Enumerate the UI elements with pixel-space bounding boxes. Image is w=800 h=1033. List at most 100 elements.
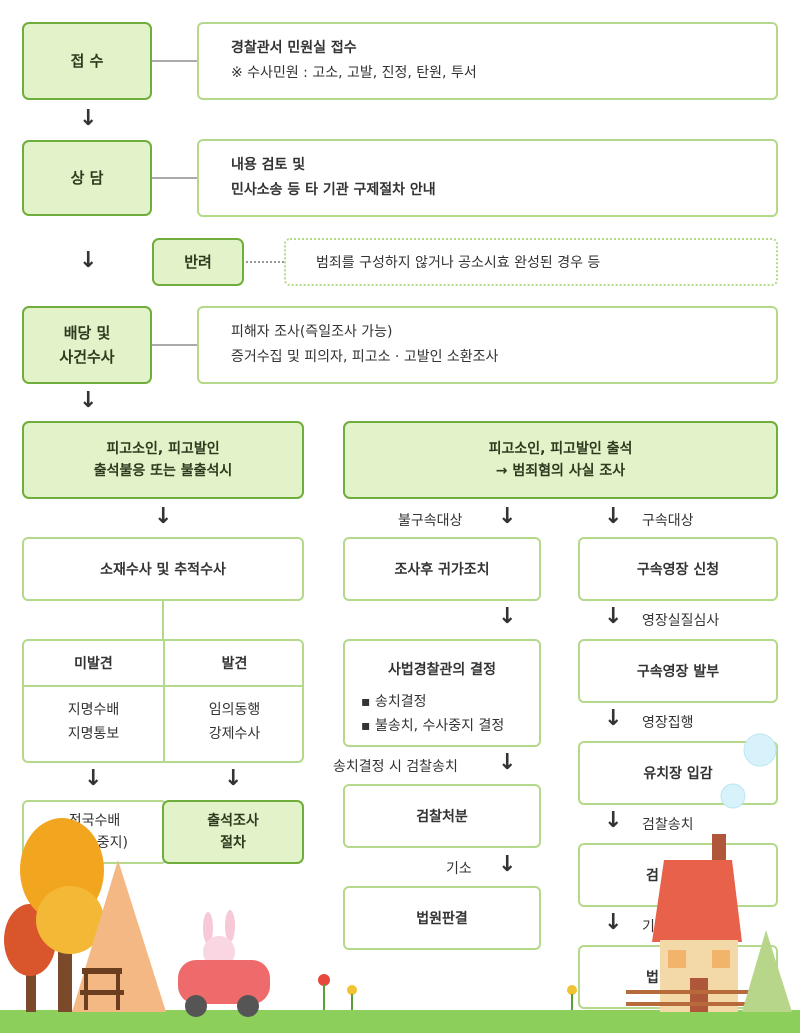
desc-consult-line2: 민사소송 등 타 기관 구제절차 안내 [231, 182, 436, 198]
found-item: 임의동행 [208, 702, 261, 718]
attendance-line2: 절차 [220, 835, 246, 851]
not-found-header: 미발견 [74, 656, 113, 672]
down-arrow-icon: ↓ [498, 750, 517, 775]
label-indict: 기소 [446, 861, 472, 877]
decision-item: ▪ 불송치, 수사중지 결정 [361, 717, 505, 734]
desc-consult-line1: 내용 검토 및 [231, 156, 306, 173]
down-arrow-icon: ↓ [498, 852, 517, 877]
bench-icon [116, 974, 120, 1010]
label-send-right: 검찰송치 [642, 817, 694, 833]
not-found-item: 지명수배 [67, 702, 120, 718]
branch-absent-line1: 피고소인, 피고발인 [106, 440, 220, 457]
tree-trunk-icon [58, 880, 72, 1012]
label-no-detention: 불구속대상 [398, 513, 463, 529]
down-arrow-icon: ↓ [604, 504, 623, 529]
grass-icon [0, 1010, 800, 1033]
triangle-tree-icon [72, 860, 166, 1012]
desc-assign: 피해자 조사(즉일조사 가능) 증거수집 및 피의자, 피고소 · 고발인 소환… [197, 306, 778, 384]
found-table-divider-v [163, 641, 165, 761]
warrant-request-node: 구속영장 신청 [578, 537, 778, 601]
branch-present: 피고소인, 피고발인 출석 → 범죄혐의 사실 조사 [343, 421, 778, 499]
down-arrow-icon: ↓ [84, 766, 103, 791]
step-assign-line1: 배당 및 [63, 324, 111, 342]
desc-assign-line2: 증거수집 및 피의자, 피고소 · 고발인 소환조사 [231, 349, 499, 365]
flower-stem-icon [571, 994, 573, 1010]
not-found-item: 지명통보 [67, 725, 120, 742]
step-consult: 상 담 [22, 140, 152, 216]
decision-node: 사법경찰관의 결정 ▪ 송치결정 ▪ 불송치, 수사중지 결정 [343, 639, 541, 747]
down-arrow-icon: ↓ [79, 248, 98, 273]
prosecution-node: 검찰처분 [343, 784, 541, 848]
prosecution-right-node: 검 [578, 843, 778, 907]
bench-icon [80, 990, 124, 995]
red-tree-icon [4, 904, 56, 976]
step-return-label: 반려 [184, 253, 212, 271]
step-assign: 배당 및 사건수사 [22, 306, 152, 384]
rabbit-ear-icon [203, 912, 213, 944]
decision-title: 사법경찰관의 결정 [388, 662, 496, 678]
search-node-label: 소재수사 및 추적수사 [100, 562, 226, 578]
search-node: 소재수사 및 추적수사 [22, 537, 304, 601]
down-arrow-icon: ↓ [498, 604, 517, 629]
court-node: 법원판결 [343, 886, 541, 950]
down-arrow-icon: ↓ [154, 504, 173, 529]
found-item: 강제수사 [208, 725, 261, 742]
connector-line [162, 601, 164, 639]
branch-absent-line2: 출석불응 또는 불출석시 [93, 463, 233, 479]
down-arrow-icon: ↓ [604, 910, 623, 935]
down-arrow-icon: ↓ [224, 766, 243, 791]
down-arrow-icon: ↓ [79, 388, 98, 413]
flower-icon [567, 985, 577, 995]
bench-icon [82, 968, 122, 974]
down-arrow-icon: ↓ [79, 106, 98, 131]
down-arrow-icon: ↓ [604, 706, 623, 731]
connector-line [152, 60, 198, 62]
step-receipt: 접 수 [22, 22, 152, 100]
attendance-line1: 출석조사 [207, 812, 259, 829]
desc-consult: 내용 검토 및 민사소송 등 타 기관 구제절차 안내 [197, 139, 778, 217]
dotted-connector [246, 261, 284, 263]
prosecution-label: 검찰처분 [416, 809, 468, 825]
return-home-node: 조사후 귀가조치 [343, 537, 541, 601]
down-arrow-icon: ↓ [604, 808, 623, 833]
connector-line [152, 177, 198, 179]
warrant-issue-label: 구속영장 발부 [636, 664, 720, 680]
car-wheel-icon [237, 995, 259, 1017]
branch-present-line1: 피고소인, 피고발인 출석 [488, 440, 633, 457]
connector-line [152, 344, 198, 346]
jail-label: 유치장 입감 [643, 766, 713, 782]
down-arrow-icon: ↓ [498, 504, 517, 529]
warrant-issue-node: 구속영장 발부 [578, 639, 778, 703]
branch-absent: 피고소인, 피고발인 출석불응 또는 불출석시 [22, 421, 304, 499]
found-cell: 임의동행 강제수사 [165, 699, 304, 747]
desc-receipt-line2: ※ 수사민원 : 고소, 고발, 진정, 탄원, 투서 [231, 65, 477, 81]
found-table: 미발견 발견 지명수배 지명통보 임의동행 강제수사 [22, 639, 304, 763]
found-header: 발견 [221, 656, 248, 672]
flower-icon [318, 974, 330, 986]
down-arrow-icon: ↓ [604, 604, 623, 629]
decision-item: ▪ 송치결정 [361, 694, 427, 710]
prosecution-right-label: 검 [646, 868, 659, 884]
label-execute: 영장집행 [642, 715, 694, 731]
nationwide-node: 전국수배 (수사 중지) [22, 800, 167, 864]
tree-trunk-icon [26, 940, 36, 1012]
court-right-label: 법 [646, 970, 659, 986]
found-table-divider-h [24, 685, 302, 687]
step-consult-label: 상 담 [70, 169, 104, 187]
warrant-request-label: 구속영장 신청 [636, 562, 720, 578]
desc-return: 범죄를 구성하지 않거나 공소시효 완성된 경우 등 [284, 238, 778, 286]
step-receipt-label: 접 수 [70, 52, 104, 70]
branch-present-line2: → 범죄혐의 사실 조사 [495, 463, 626, 479]
car-body-icon [178, 960, 270, 1004]
flower-icon [347, 985, 357, 995]
decision-list: ▪ 송치결정 ▪ 불송치, 수사중지 결정 [361, 691, 504, 739]
return-home-label: 조사후 귀가조치 [394, 562, 490, 578]
orange-tree-icon [36, 886, 104, 954]
label-detention: 구속대상 [642, 513, 694, 529]
desc-receipt-line1: 경찰관서 민원실 접수 [231, 39, 357, 56]
court-label: 법원판결 [416, 911, 468, 927]
desc-assign-line1: 피해자 조사(즉일조사 가능) [231, 323, 393, 340]
step-assign-line2: 사건수사 [59, 348, 115, 366]
not-found-cell: 지명수배 지명통보 [24, 699, 163, 747]
car-wheel-icon [185, 995, 207, 1017]
